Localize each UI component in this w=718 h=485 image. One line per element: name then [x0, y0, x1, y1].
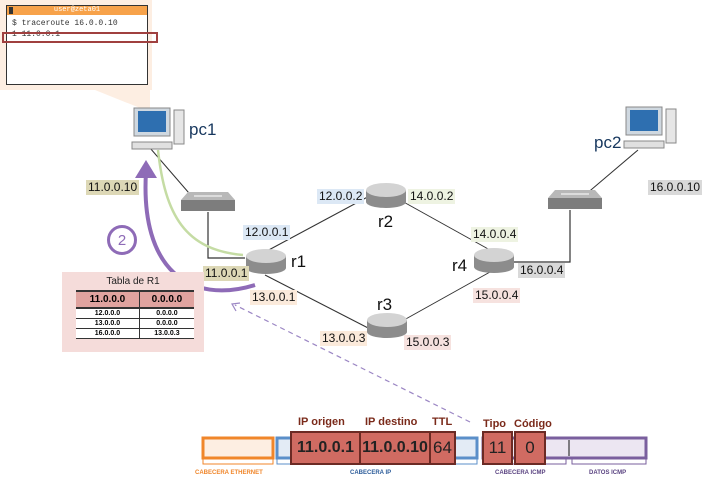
step-number-badge: 2	[107, 225, 137, 255]
ethernet-brace	[202, 458, 274, 465]
ip-origen-header: IP origen	[298, 416, 345, 428]
r3-ip-13: 13.0.0.3	[320, 331, 368, 346]
link-r2-r4	[399, 199, 491, 251]
dashed-packet-arrow	[234, 304, 471, 423]
codigo-header: Código	[514, 418, 552, 430]
ip-destino-header: IP destino	[365, 416, 418, 428]
r4-ip-14: 14.0.0.4	[471, 227, 519, 242]
routing-row-highlighted: 11.0.0.0 0.0.0.0	[76, 290, 194, 309]
r2-ip-14: 14.0.0.2	[408, 189, 456, 204]
ttl-header: TTL	[432, 416, 453, 428]
link-r3-r4	[394, 271, 491, 326]
r2-label: r2	[378, 212, 394, 231]
terminal-window: user@zeta01 $ traceroute 16.0.0.10 1 11.…	[6, 5, 148, 85]
r4-label: r4	[452, 256, 468, 275]
datos-section-label: DATOS ICMP	[589, 470, 627, 476]
icmp-data-brace	[571, 458, 647, 465]
routing-row: 16.0.0.0 13.0.0.3	[76, 328, 194, 339]
terminal-line: $ traceroute 16.0.0.10	[12, 19, 118, 28]
r1-ip-13: 13.0.0.1	[250, 290, 298, 305]
tipo-header: Tipo	[483, 418, 507, 430]
tipo-field: 11	[482, 431, 513, 465]
green-arrow	[156, 149, 244, 257]
pc2-label: pc2	[594, 133, 622, 152]
codigo-field: 0	[514, 431, 546, 465]
pc2-icon	[623, 106, 677, 149]
r3-ip-15: 15.0.0.3	[404, 335, 452, 350]
purple-arrowhead	[135, 160, 157, 178]
callout-pointer	[95, 90, 150, 112]
routing-row: 13.0.0.0 0.0.0.0	[76, 318, 194, 329]
switch2-icon	[548, 190, 602, 209]
terminal-titlebar: user@zeta01	[7, 6, 147, 15]
ethernet-header-box	[201, 436, 275, 460]
router-r3-icon	[367, 313, 407, 338]
terminal-highlight	[2, 32, 158, 43]
routing-table: 11.0.0.0 0.0.0.0 12.0.0.0 0.0.0.0 13.0.0…	[76, 290, 194, 339]
switch1-icon	[181, 192, 235, 211]
r1-ip-11: 11.0.0.1	[203, 266, 250, 281]
r4-ip-15: 15.0.0.4	[473, 288, 521, 303]
routing-gw: 13.0.0.3	[139, 328, 194, 339]
ttl-field: 64	[429, 431, 456, 465]
ip-destino-field: 11.0.0.10	[359, 431, 431, 465]
routing-gw: 0.0.0.0	[139, 318, 194, 329]
router-r1-icon	[246, 249, 286, 274]
pc1-icon	[131, 107, 185, 150]
ethernet-section-label: CABECERA ETHERNET	[195, 470, 263, 476]
link-pc1-switch1	[149, 147, 196, 201]
link-switch2-pc2	[584, 149, 639, 196]
routing-row: 12.0.0.0 0.0.0.0	[76, 307, 194, 319]
ip-origen-field: 11.0.0.1	[290, 431, 361, 465]
routing-dest: 12.0.0.0	[76, 307, 140, 319]
routing-table-title: Tabla de R1	[106, 276, 160, 287]
pc1-ip: 11.0.0.10	[86, 180, 140, 195]
r1-ip-12: 12.0.0.1	[243, 225, 291, 240]
dashed-arrowhead	[231, 302, 241, 312]
terminal-title: user@zeta01	[53, 6, 101, 14]
icmp-section-label: CABECERA ICMP	[495, 470, 546, 476]
pc1-label: pc1	[189, 120, 217, 139]
link-switch1-r1	[207, 212, 245, 259]
router-r4-icon	[474, 248, 514, 273]
routing-gw: 0.0.0.0	[139, 290, 194, 309]
r4-ip-16: 16.0.0.4	[518, 263, 566, 278]
r1-label: r1	[291, 252, 307, 271]
routing-dest: 16.0.0.0	[76, 328, 140, 339]
routing-dest: 13.0.0.0	[76, 318, 140, 329]
terminal-line: 1 11.0.0.1	[12, 30, 61, 39]
r3-label: r3	[377, 295, 393, 314]
routing-dest: 11.0.0.0	[76, 290, 140, 309]
link-r4-switch2	[512, 210, 571, 263]
pc2-ip: 16.0.0.10	[648, 180, 703, 195]
router-r2-icon	[366, 183, 406, 208]
routing-gw: 0.0.0.0	[139, 307, 194, 319]
ip-section-label: CABECERA IP	[350, 470, 392, 476]
terminal-menu-icon	[9, 7, 13, 14]
link-r1-r3	[264, 274, 373, 331]
r2-ip-12: 12.0.0.2	[317, 189, 365, 204]
